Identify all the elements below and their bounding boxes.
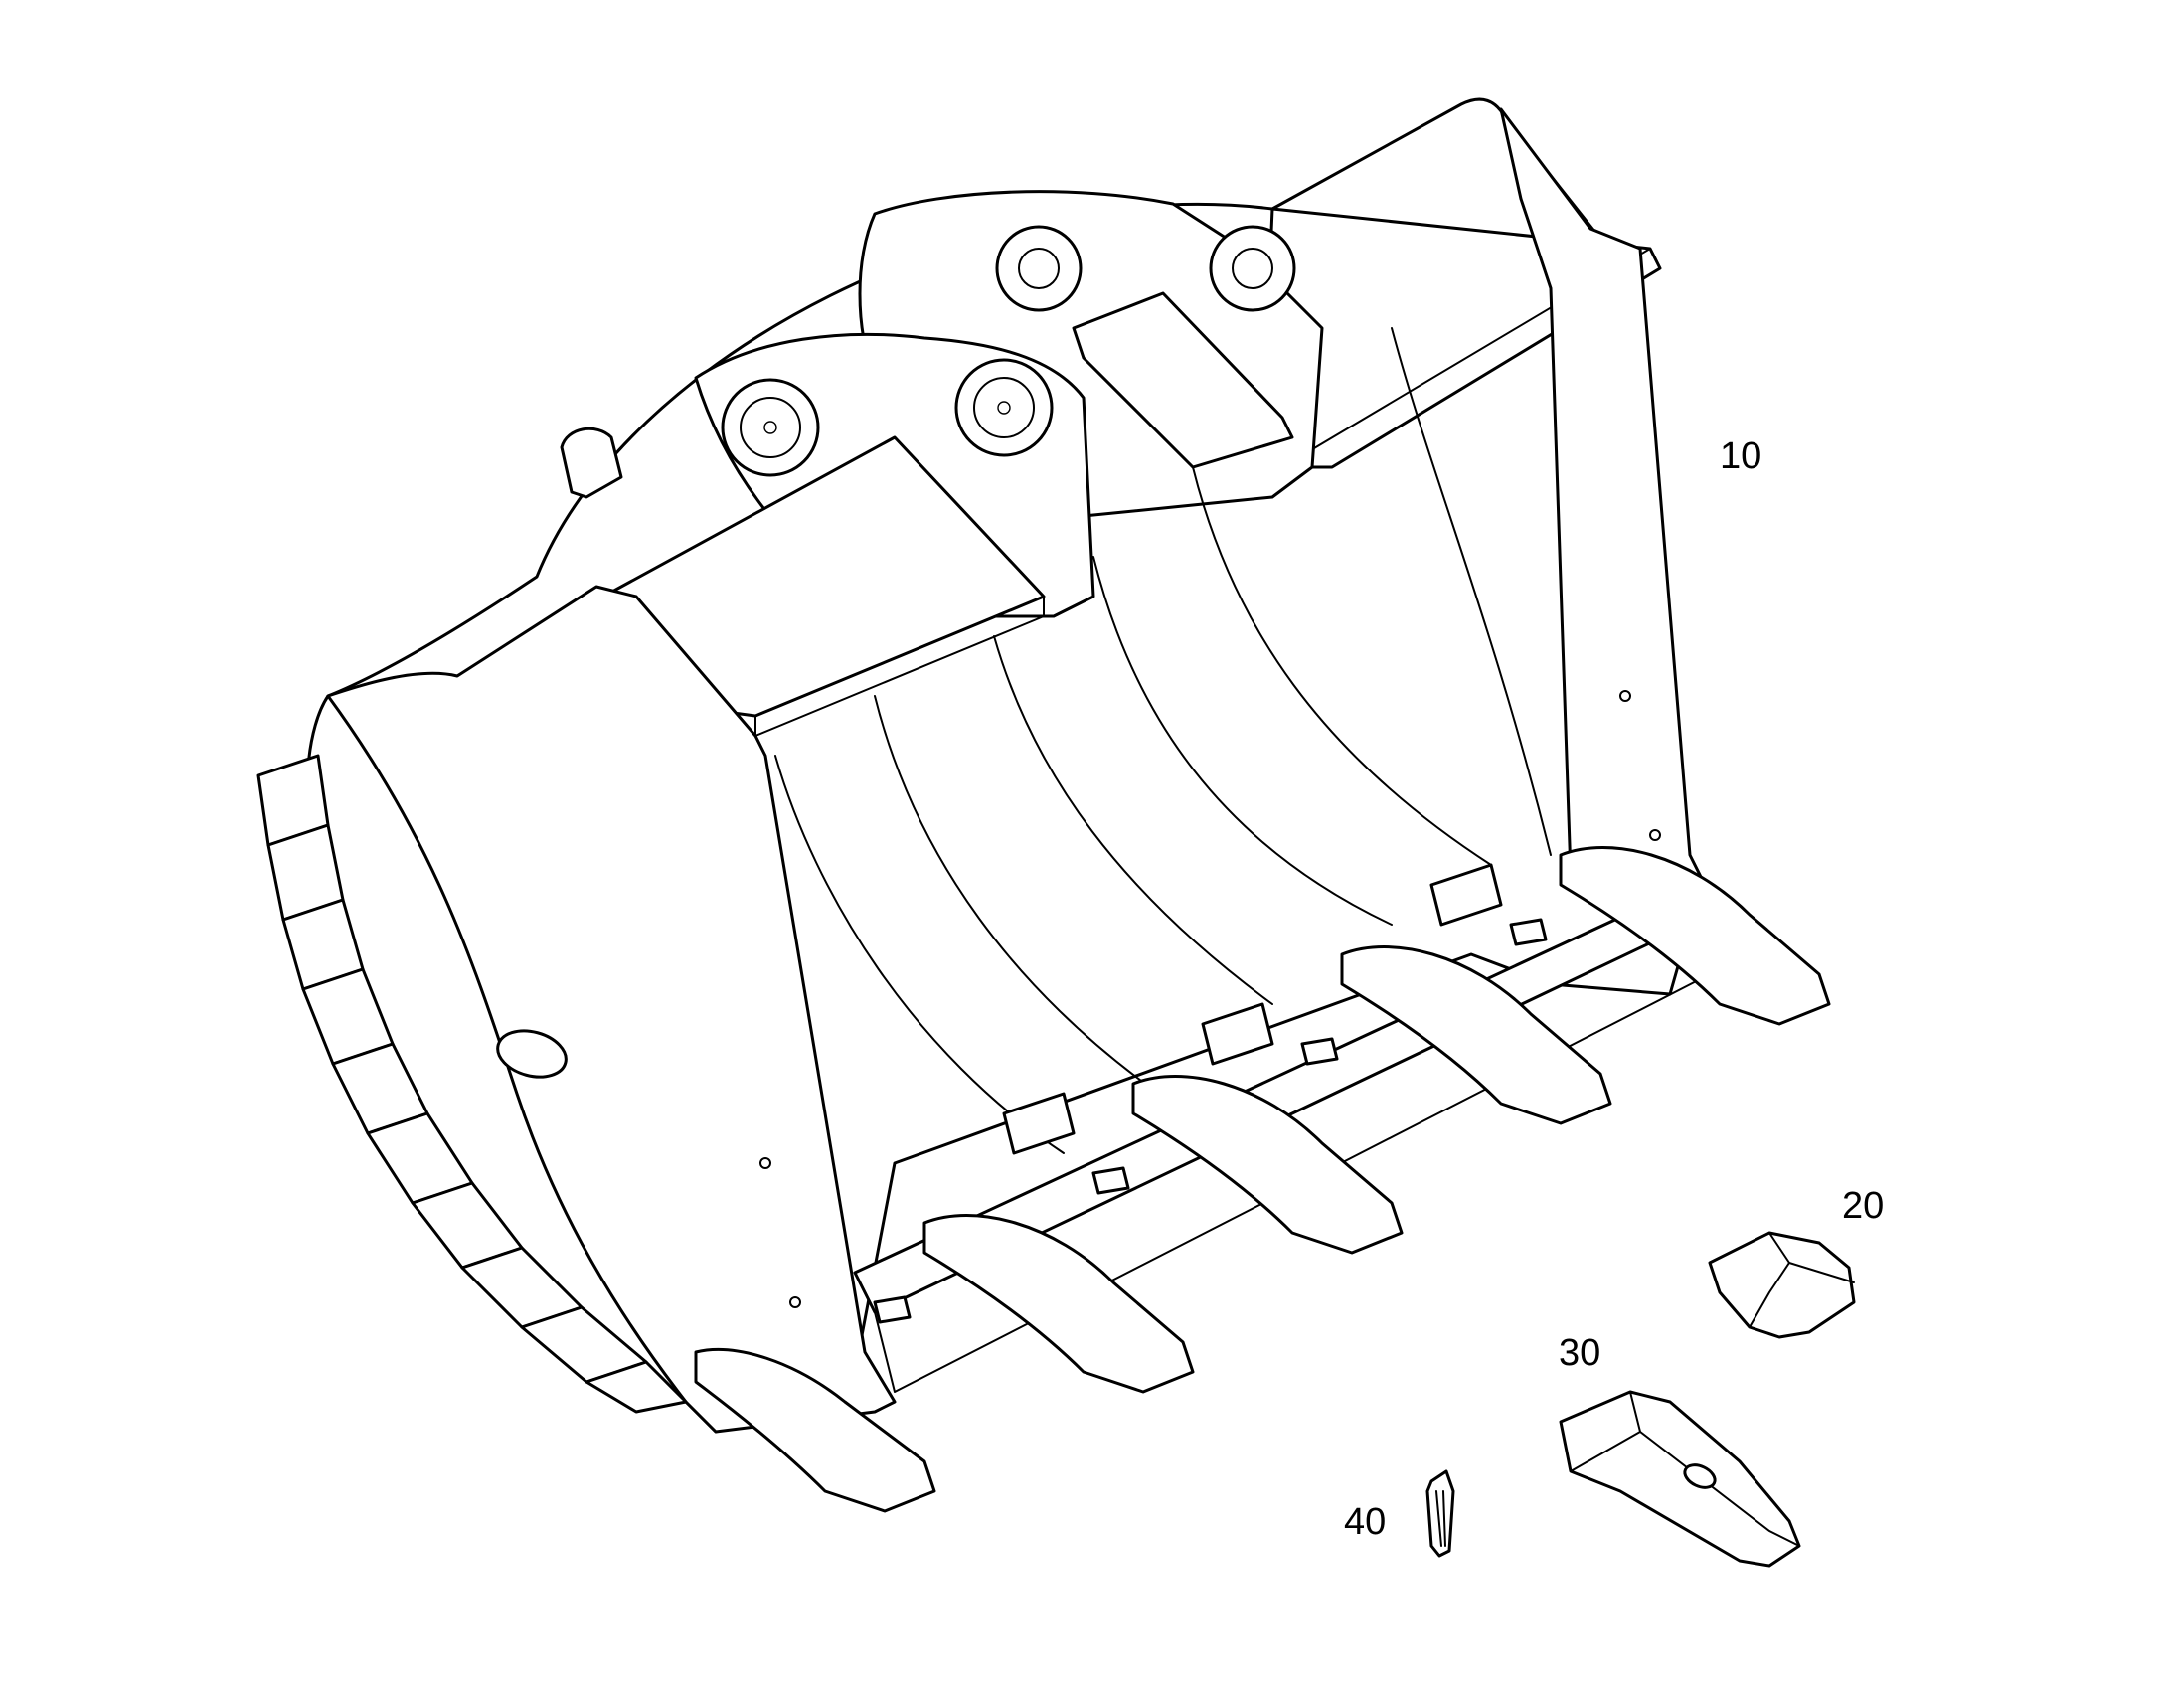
bucket-assembly <box>256 97 1831 1513</box>
adapter-part <box>1708 1231 1856 1339</box>
callout-40: 40 <box>1344 1501 1387 1543</box>
tooth-part <box>1559 1390 1801 1568</box>
pin-boss-left <box>721 378 820 477</box>
callout-10: 10 <box>1720 435 1762 477</box>
side-wear-blocks <box>256 754 688 1414</box>
lifting-ear <box>560 427 623 499</box>
left-side-plate <box>326 585 897 1434</box>
pin-boss-right <box>954 358 1054 457</box>
lug-hole-right <box>1209 225 1296 312</box>
callout-30: 30 <box>1559 1332 1601 1374</box>
side-plate-hole <box>496 1029 568 1079</box>
callout-20: 20 <box>1842 1185 1885 1227</box>
pin-part <box>1425 1469 1455 1558</box>
lip-teeth <box>694 846 1831 1513</box>
lug-hole-left <box>995 225 1083 312</box>
